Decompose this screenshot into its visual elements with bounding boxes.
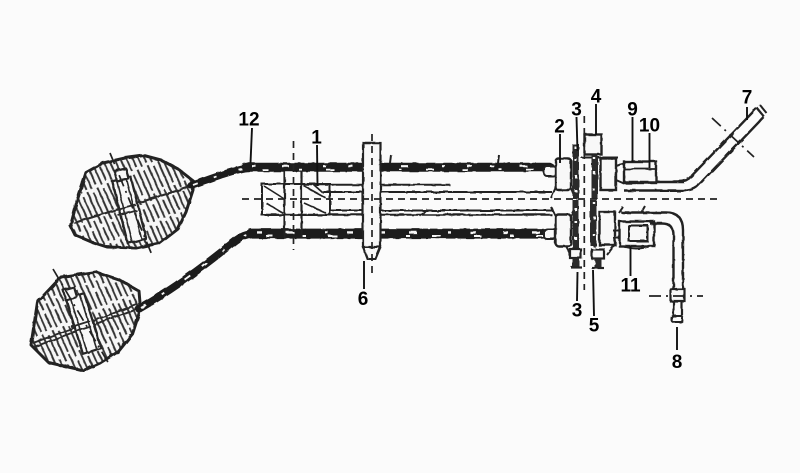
svg-text:9: 9 [627, 100, 638, 121]
svg-text:3: 3 [571, 100, 582, 121]
svg-text:8: 8 [672, 352, 683, 373]
svg-text:11: 11 [620, 276, 641, 297]
svg-text:10: 10 [639, 116, 660, 137]
svg-text:1: 1 [311, 128, 322, 149]
svg-text:4: 4 [591, 87, 602, 108]
svg-text:3: 3 [572, 301, 583, 322]
svg-text:7: 7 [742, 88, 753, 109]
svg-text:2: 2 [554, 117, 565, 138]
svg-text:6: 6 [358, 289, 369, 310]
svg-text:12: 12 [238, 110, 259, 131]
svg-text:5: 5 [589, 316, 600, 337]
